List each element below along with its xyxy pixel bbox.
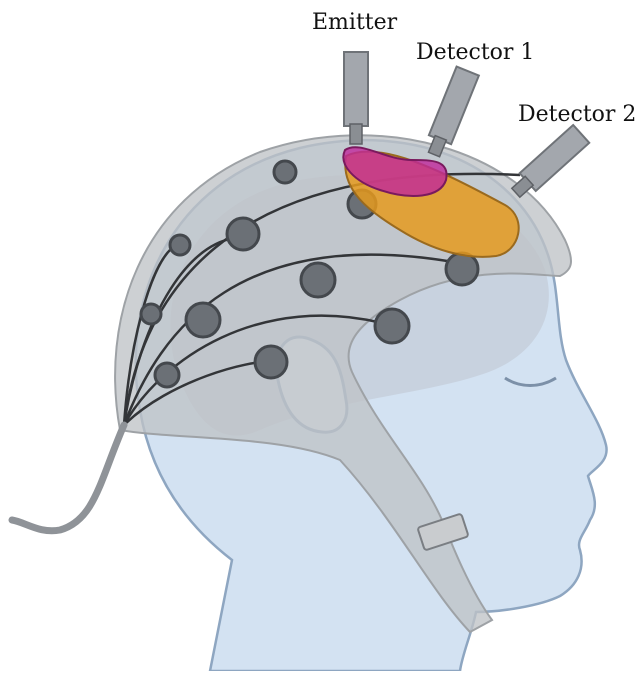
electrode (227, 218, 259, 250)
electrode (155, 363, 179, 387)
electrode (141, 304, 161, 324)
emitter-label: Emitter (312, 10, 397, 35)
electrode (301, 263, 335, 297)
electrode (186, 303, 220, 337)
detector-1-probe (423, 67, 479, 159)
detector-2-label: Detector 2 (518, 102, 636, 127)
electrode (274, 161, 296, 183)
emitter-probe (344, 52, 368, 144)
cable-bundle (12, 425, 124, 531)
electrode (170, 235, 190, 255)
detector-1-label: Detector 1 (416, 40, 534, 65)
electrode (375, 309, 409, 343)
detector-2-probe (508, 125, 589, 202)
electrode (446, 253, 478, 285)
electrode (255, 346, 287, 378)
